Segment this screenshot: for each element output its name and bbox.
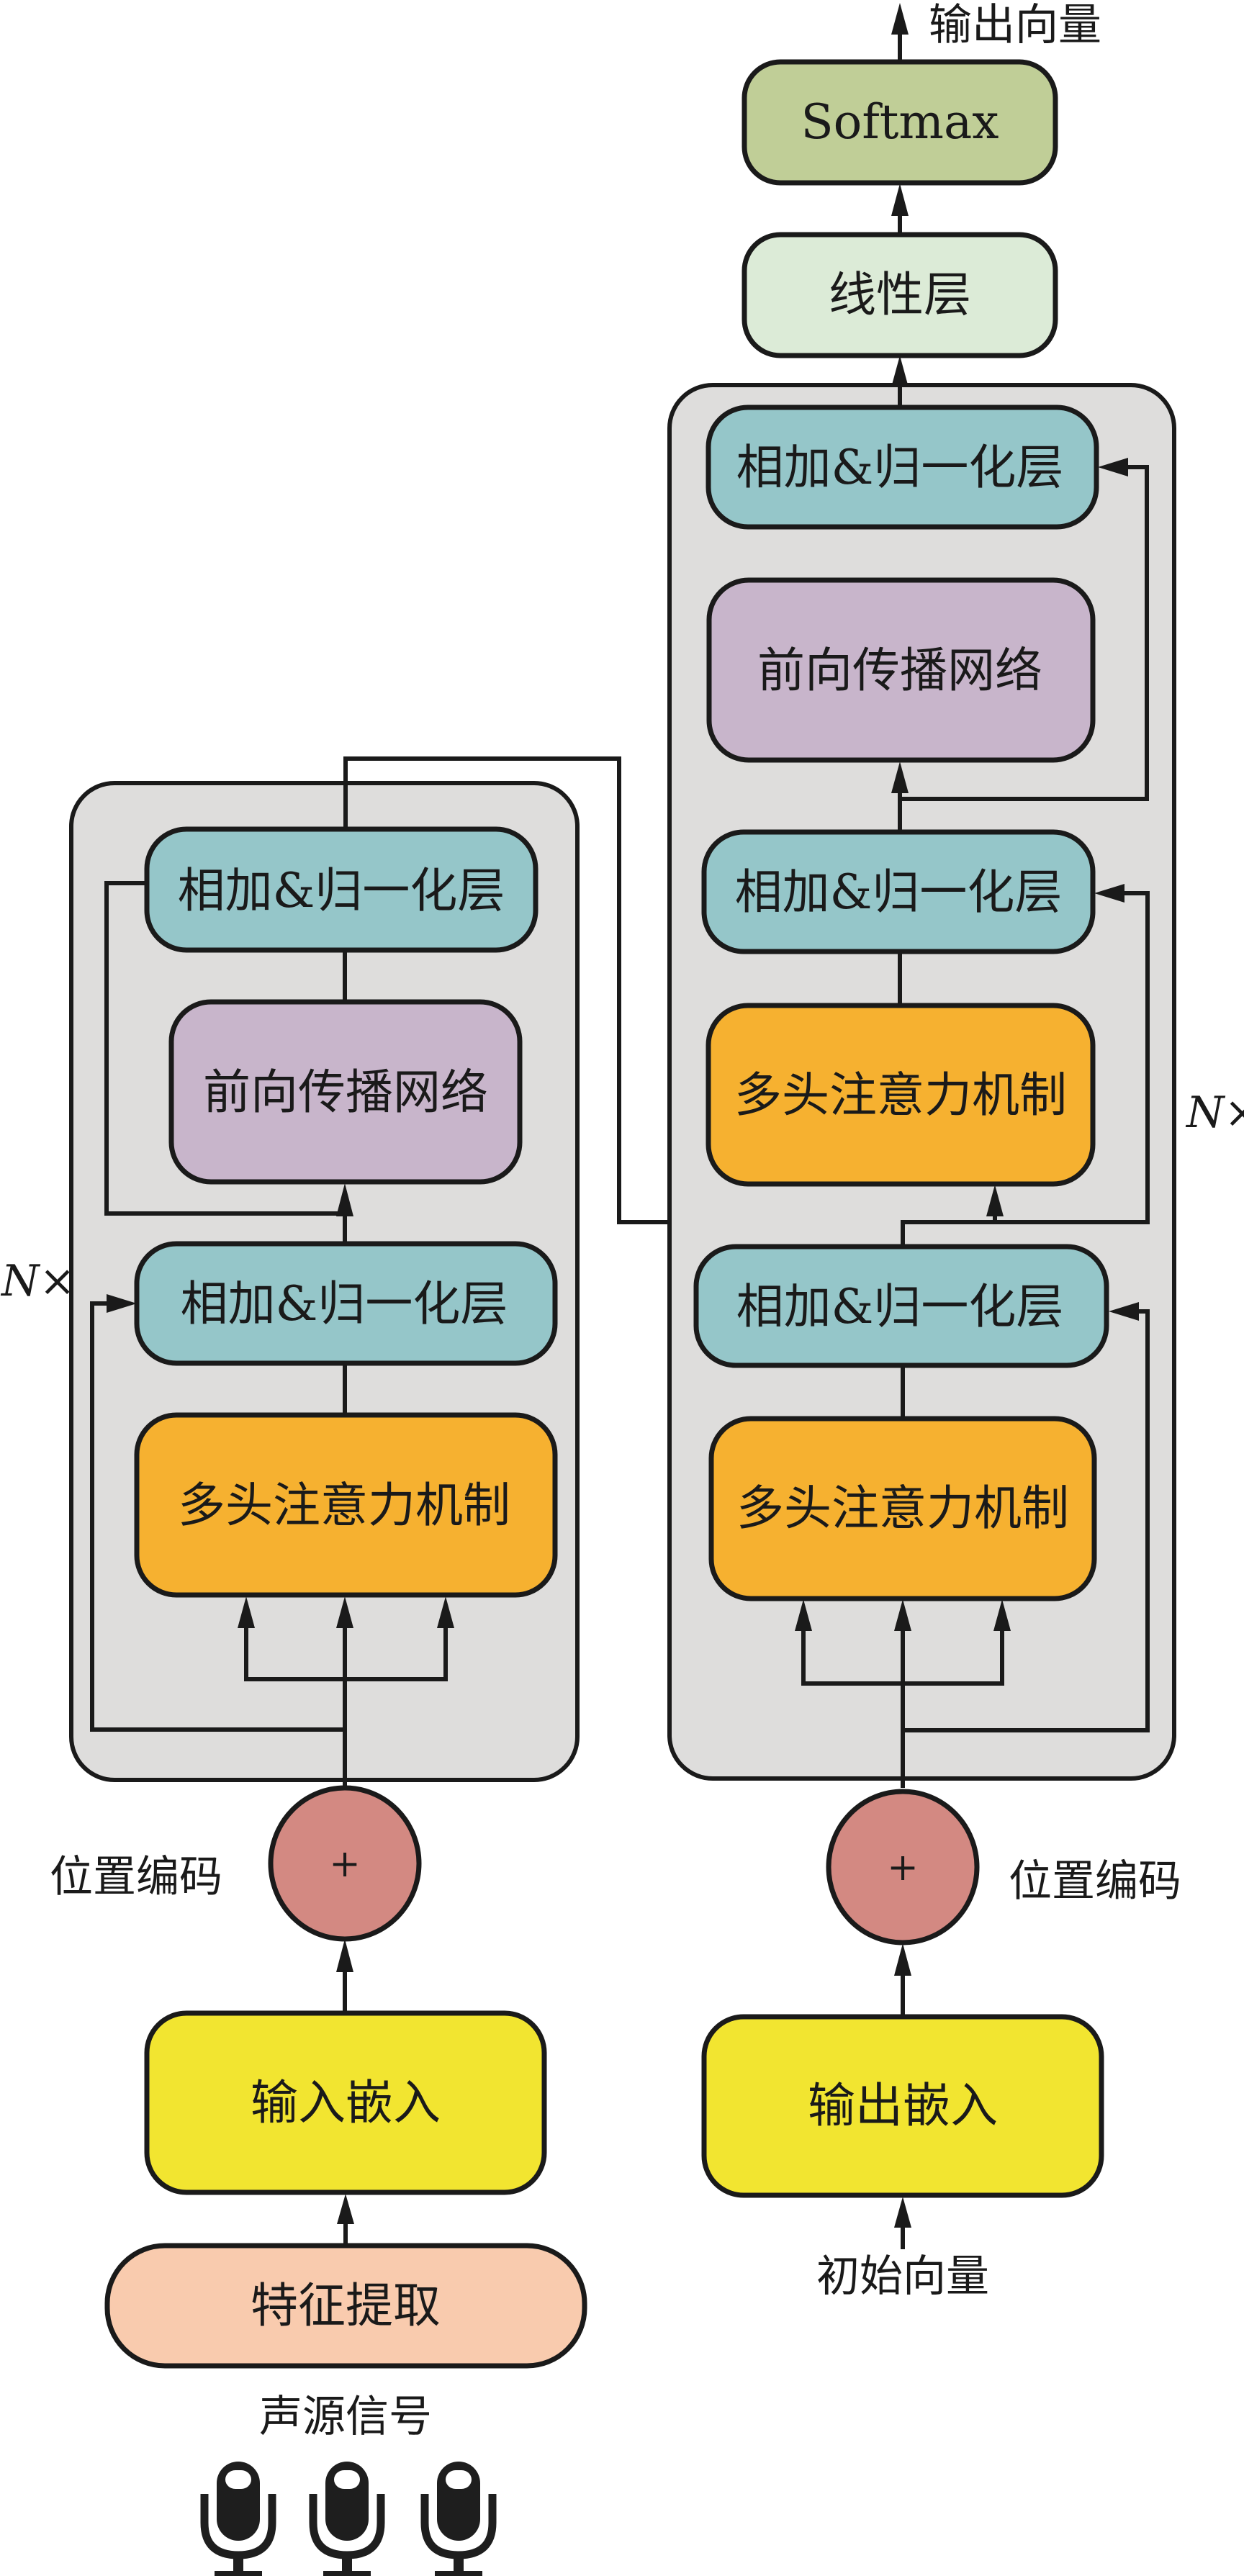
- encoder-ffn: [168, 999, 523, 1185]
- output-vector-label: 输出向量: [929, 0, 1101, 50]
- decoder-pos-enc-label: 位置编码: [1009, 1856, 1181, 1907]
- arrow-head: [437, 1596, 454, 1628]
- arrow-head: [894, 2197, 911, 2228]
- encoder-positional-add: [268, 1785, 422, 1942]
- initial-vector-label: 初始向量: [816, 2251, 989, 2302]
- decoder-masked-mha: [708, 1416, 1097, 1601]
- arrow-head: [107, 1294, 137, 1313]
- input-embedding-label: 输入嵌入: [251, 2075, 441, 2130]
- microphone-icon: [309, 2462, 385, 2576]
- arrow-head: [336, 1596, 353, 1628]
- decoder-add-norm-2: [701, 829, 1096, 954]
- arrow-head: [894, 1599, 911, 1631]
- encoder-add-norm-bottom: [134, 1241, 558, 1366]
- arrow-head: [894, 1943, 911, 1976]
- encoder-residual-2: [104, 881, 346, 1216]
- arrow-head: [238, 1596, 255, 1628]
- encoder-add-norm-top-label: 相加&归一化层: [178, 863, 505, 918]
- decoder-qkv-split: [801, 1616, 1004, 1686]
- source-signal-label: 声源信号: [259, 2392, 432, 2442]
- encoder-qkv-split: [244, 1616, 448, 1681]
- decoder-add-norm-1-label: 相加&归一化层: [736, 1279, 1064, 1334]
- plus-icon: +: [887, 1846, 919, 1889]
- decoder-ffn: [706, 577, 1096, 763]
- arrow-head: [795, 1599, 812, 1631]
- decoder-repeat-label: N×: [1185, 1088, 1244, 1138]
- arrow-head: [1094, 884, 1124, 903]
- feature-extraction-label: 特征提取: [251, 2278, 441, 2333]
- microphone-icon: [420, 2462, 497, 2576]
- plus-icon: +: [329, 1843, 361, 1886]
- decoder-cross-mha: [706, 1003, 1096, 1187]
- decoder-ffn-label: 前向传播网络: [757, 643, 1042, 698]
- encoder-pos-enc-label: 位置编码: [50, 1852, 222, 1902]
- arrow-head: [891, 184, 909, 216]
- encoder-ffn-label: 前向传播网络: [203, 1065, 488, 1120]
- decoder-residual-2: [995, 891, 1150, 1224]
- input-embedding: [144, 2010, 547, 2195]
- decoder-add-norm-3-label: 相加&归一化层: [736, 440, 1064, 495]
- decoder-add-norm-1: [693, 1244, 1109, 1368]
- arrow-head: [891, 761, 909, 793]
- softmax-layer-label: Softmax: [801, 94, 999, 150]
- encoder-add-norm-top: [144, 826, 538, 953]
- output-embedding: [701, 2014, 1104, 2198]
- decoder-positional-add: [826, 1789, 980, 1945]
- decoder-residual-3: [900, 465, 1149, 801]
- encoder-repeat-label: N×: [0, 1256, 76, 1306]
- arrow-head: [1109, 1302, 1139, 1321]
- arrow-head: [337, 2194, 354, 2224]
- encoder-mha: [134, 1412, 558, 1598]
- arrow-head: [1098, 458, 1128, 476]
- arrow-head: [336, 1939, 353, 1972]
- microphone-icon: [200, 2462, 276, 2576]
- arrow-head: [891, 356, 909, 387]
- decoder-add-norm-2-label: 相加&归一化层: [735, 864, 1063, 920]
- arrow-head: [336, 1183, 353, 1216]
- decoder-cross-mha-label: 多头注意力机制: [734, 1067, 1067, 1123]
- linear-layer-label: 线性层: [829, 267, 971, 322]
- decoder-masked-mha-label: 多头注意力机制: [736, 1481, 1069, 1536]
- encoder-add-norm-bottom-label: 相加&归一化层: [181, 1276, 508, 1332]
- arrow-head: [891, 3, 909, 35]
- output-embedding-label: 输出嵌入: [808, 2078, 998, 2133]
- encoder-mha-label: 多头注意力机制: [178, 1478, 510, 1533]
- feature-extraction: [104, 2243, 587, 2369]
- decoder-add-norm-3: [706, 405, 1099, 530]
- arrow-head: [986, 1185, 1004, 1216]
- arrow-head: [993, 1599, 1011, 1631]
